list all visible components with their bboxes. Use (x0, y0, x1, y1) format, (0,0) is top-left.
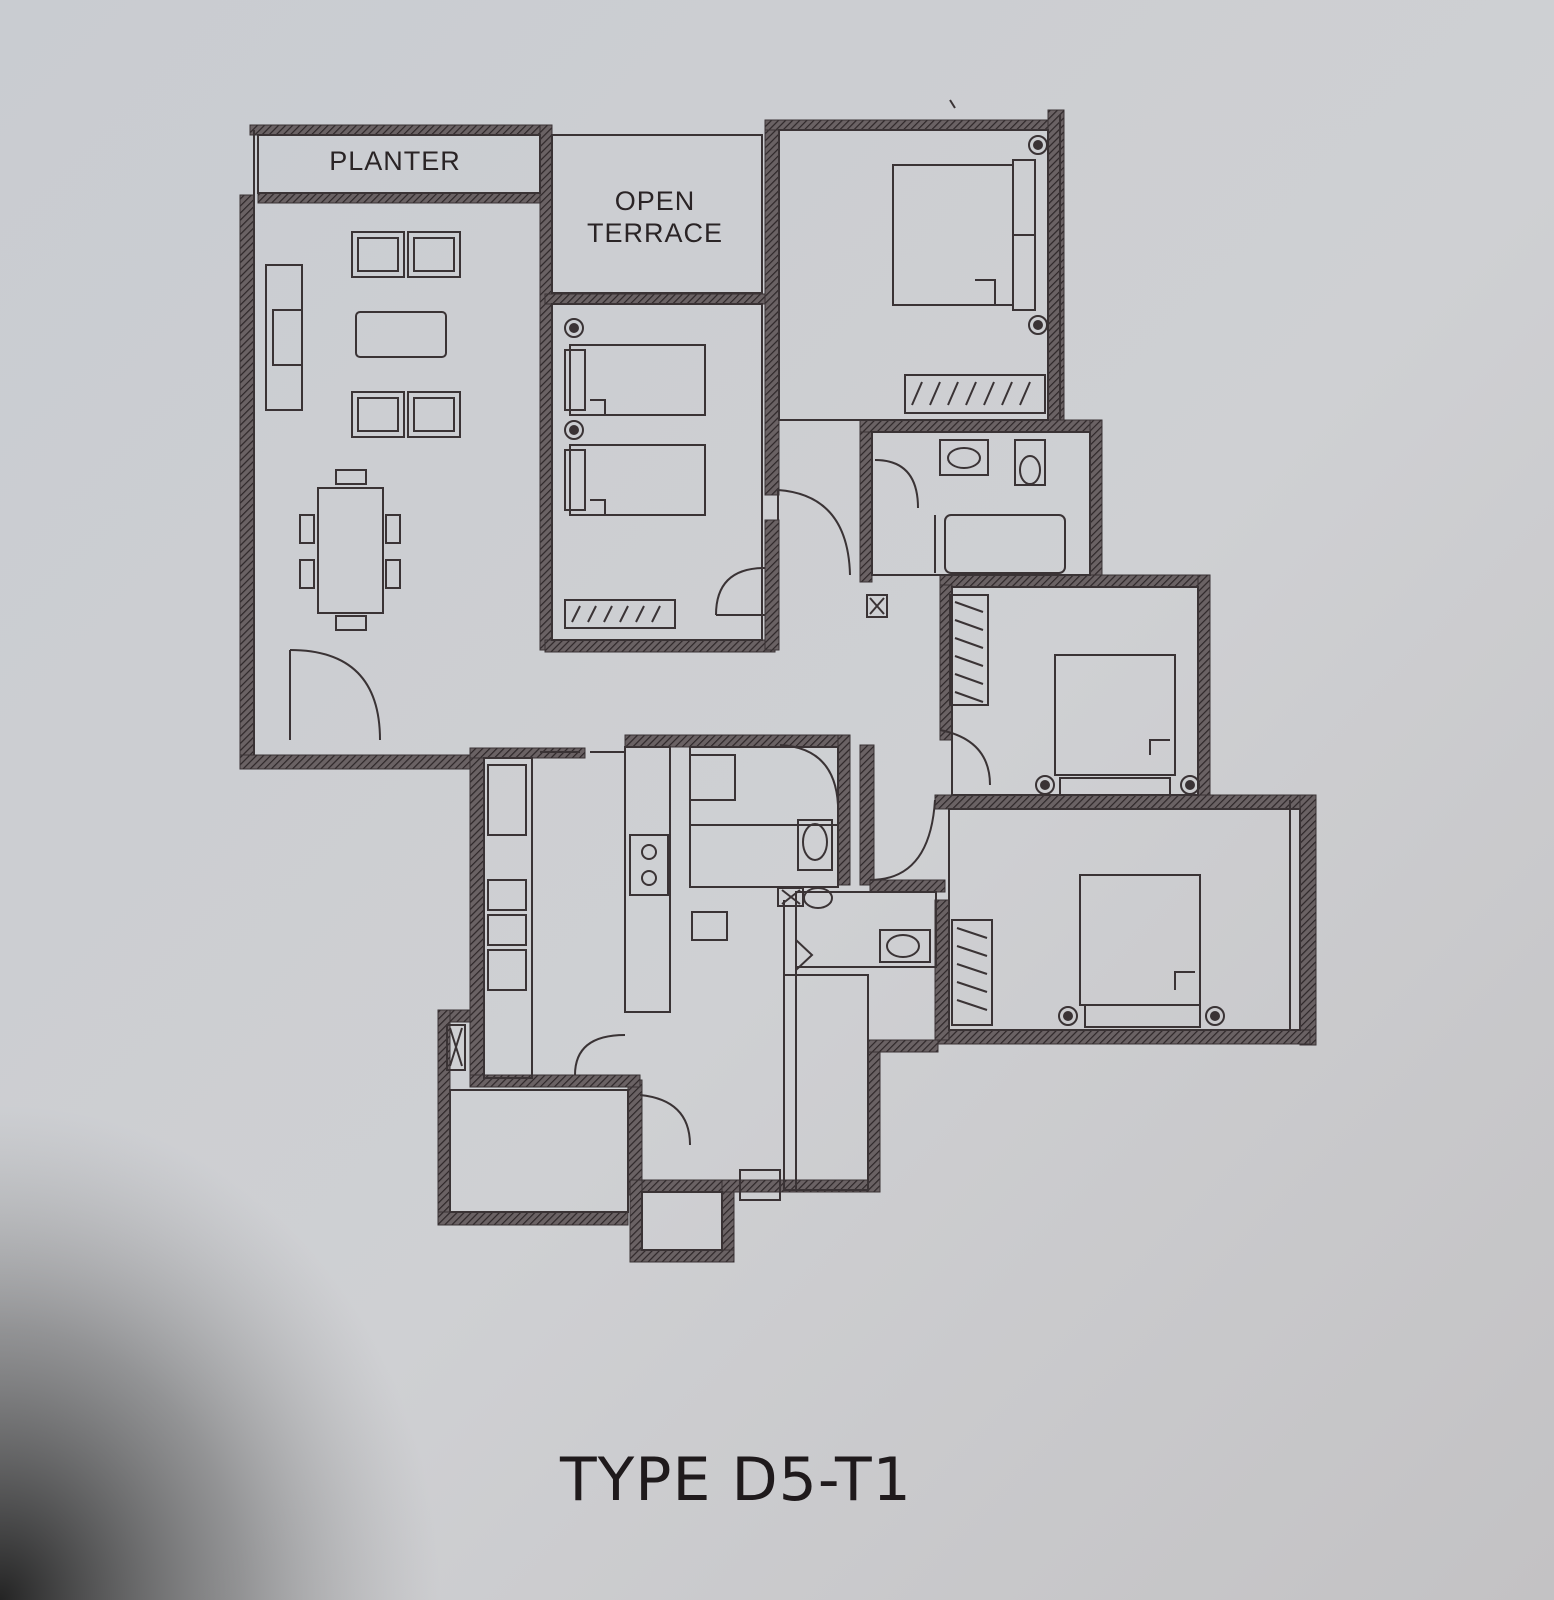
bedroom-3-furniture (949, 594, 1200, 796)
planter-label: PLANTER (329, 146, 461, 176)
exterior-walls (239, 109, 1317, 1263)
open-terrace-label-line2: TERRACE (586, 218, 723, 248)
open-terrace-label: OPEN TERRACE (575, 185, 735, 249)
bedroom-4-furniture (951, 874, 1225, 1028)
common-bath-fixtures (777, 819, 931, 973)
living-furniture (265, 231, 461, 631)
bedroom-2-furniture (564, 318, 706, 629)
door-swings (289, 459, 991, 1146)
interior-lines (253, 99, 1301, 1251)
master-bath-fixtures (934, 439, 1066, 574)
plan-type-title: TYPE D5-T1 (560, 1445, 912, 1515)
master-bedroom-furniture (892, 135, 1048, 414)
open-terrace-label-line1: OPEN (614, 186, 696, 216)
kitchen-fixtures (446, 594, 888, 1201)
